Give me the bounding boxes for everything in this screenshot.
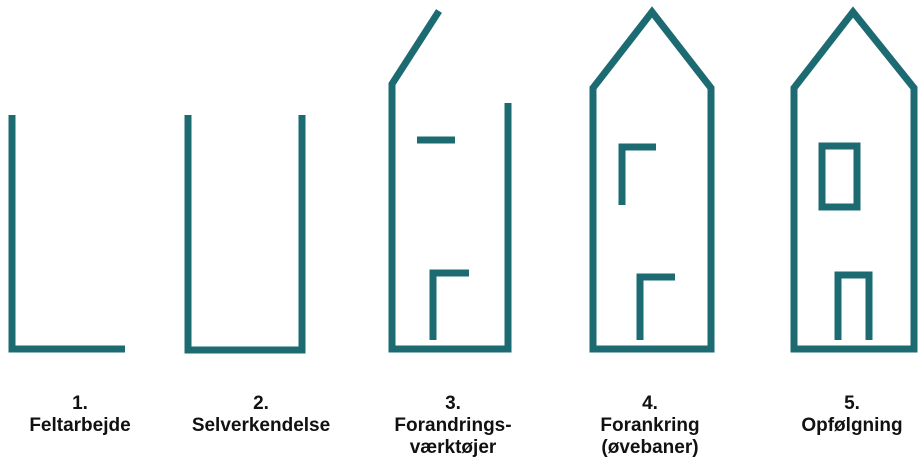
step-1-drawing bbox=[8, 115, 125, 353]
step-4-number: 4. bbox=[642, 393, 658, 414]
house-4-outline bbox=[589, 6, 715, 353]
step-4-label: 4. Forankring (øvebaner) bbox=[565, 393, 735, 459]
house-4-door bbox=[636, 273, 675, 340]
step-4-title-line-2: (øvebaner) bbox=[601, 437, 699, 458]
step-5-number: 5. bbox=[844, 393, 860, 414]
step-4-title-line-1: Forankring bbox=[600, 415, 700, 436]
step-5-title: Opfølgning bbox=[801, 415, 903, 436]
house-3-door bbox=[429, 269, 469, 340]
u-walls-shape bbox=[184, 115, 306, 354]
step-4-drawing bbox=[589, 6, 715, 353]
step-5-drawing bbox=[790, 6, 918, 353]
step-3-drawing bbox=[388, 9, 512, 353]
house-5-outline bbox=[790, 6, 918, 353]
house-5-door bbox=[834, 271, 873, 340]
step-2-drawing bbox=[184, 115, 306, 354]
step-3-title-line-2: værktøjer bbox=[409, 437, 497, 458]
step-2-number: 2. bbox=[253, 393, 269, 414]
house-3-outline bbox=[388, 9, 512, 353]
foundation-l-shape bbox=[8, 115, 125, 353]
step-3-title-line-1: Forandrings- bbox=[394, 415, 512, 436]
step-3-label: 3. Forandrings- værktøjer bbox=[368, 393, 538, 459]
step-3-number: 3. bbox=[445, 393, 461, 414]
house-5-window bbox=[818, 142, 861, 211]
step-2-title: Selverkendelse bbox=[191, 415, 331, 436]
step-2-label: 2. Selverkendelse bbox=[176, 393, 346, 437]
step-1-title: Feltarbejde bbox=[29, 415, 131, 436]
house-4-window bbox=[618, 143, 656, 205]
step-1-label: 1. Feltarbejde bbox=[0, 393, 165, 437]
step-1-number: 1. bbox=[72, 393, 88, 414]
step-5-label: 5. Opfølgning bbox=[767, 393, 923, 437]
